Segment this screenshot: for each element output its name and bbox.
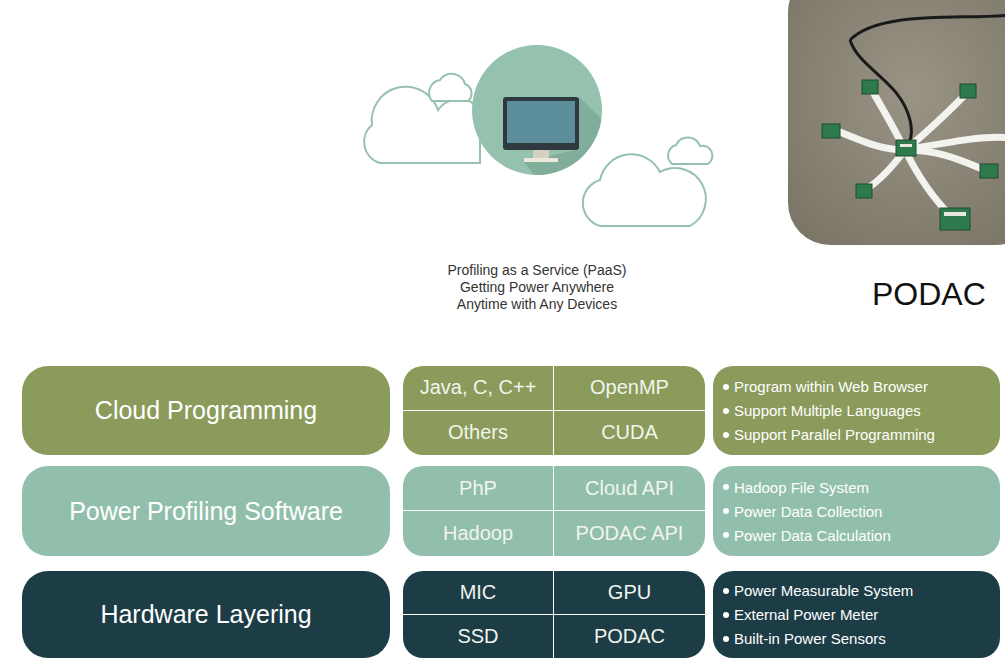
feature-text: Power Measurable System	[734, 582, 913, 599]
tech-name: CUDA	[601, 421, 658, 444]
tech-cell: PhP	[403, 466, 554, 511]
podac-photo	[788, 0, 1005, 245]
layer-box: Cloud Programming	[22, 366, 390, 455]
bullet-dot	[723, 636, 729, 642]
tagline-text: Profiling as a Service (PaaS) Getting Po…	[437, 262, 637, 313]
bullet-dot	[723, 508, 729, 514]
feature-list-box: Power Measurable SystemExternal Power Me…	[713, 571, 1000, 658]
bullet-dot	[723, 408, 729, 414]
tech-name: PODAC API	[576, 522, 684, 545]
feature-text: Program within Web Browser	[734, 378, 928, 395]
feature-list-box: Program within Web BrowserSupport Multip…	[713, 366, 1000, 455]
bullet-dot	[723, 588, 729, 594]
feature-text: Power Data Calculation	[734, 527, 891, 544]
tech-name: MIC	[460, 581, 497, 604]
bullet-row: Built-in Power Sensors	[723, 627, 990, 651]
tech-name: Hadoop	[443, 522, 513, 545]
tech-cell: Others	[403, 411, 554, 456]
bullet-row: Support Multiple Languages	[723, 399, 990, 423]
feature-list-box: Hadoop File SystemPower Data CollectionP…	[713, 466, 1000, 556]
monitor-stand	[533, 150, 549, 159]
bullet-dot	[723, 432, 729, 438]
tech-cell: MIC	[403, 571, 554, 615]
feature-text: Support Parallel Programming	[734, 426, 935, 443]
tech-cell: SSD	[403, 615, 554, 658]
tech-cell: Cloud API	[554, 466, 705, 511]
tech-name: PhP	[459, 477, 497, 500]
layer-title: Cloud Programming	[95, 396, 317, 425]
cloud-icon	[583, 154, 706, 226]
feature-text: Hadoop File System	[734, 479, 869, 496]
bullet-row: Power Measurable System	[723, 579, 990, 603]
feature-text: Built-in Power Sensors	[734, 630, 886, 647]
bullet-row: Hadoop File System	[723, 475, 990, 499]
tech-cell: PODAC API	[554, 511, 705, 556]
bullet-dot	[723, 484, 729, 490]
tech-name: Others	[448, 421, 508, 444]
tech-grid-box: Java, C, C++ OpenMP Others CUDA	[403, 366, 705, 455]
bullet-row: Program within Web Browser	[723, 375, 990, 399]
bullet-dot	[723, 384, 729, 390]
tech-cell: CUDA	[554, 411, 705, 456]
tech-name: Java, C, C++	[420, 376, 537, 399]
tech-cell: Hadoop	[403, 511, 554, 556]
monitor-base	[524, 158, 558, 162]
monitor-frame	[503, 97, 579, 150]
bullet-dot	[723, 532, 729, 538]
bullet-row: Power Data Calculation	[723, 523, 990, 547]
monitor-screen	[507, 101, 575, 143]
tech-name: PODAC	[594, 625, 665, 648]
bullet-row: Support Parallel Programming	[723, 423, 990, 447]
tech-grid-box: MIC GPU SSD PODAC	[403, 571, 705, 658]
tech-name: SSD	[457, 625, 498, 648]
feature-text: Power Data Collection	[734, 503, 882, 520]
layer-box: Power Profiling Software	[22, 466, 390, 556]
tech-cell: Java, C, C++	[403, 366, 554, 411]
bullet-row: Power Data Collection	[723, 499, 990, 523]
layer-title: Hardware Layering	[100, 600, 311, 629]
feature-text: Support Multiple Languages	[734, 402, 921, 419]
cloud-icon	[668, 137, 712, 164]
tech-cell: PODAC	[554, 615, 705, 658]
device-name: PODAC	[872, 276, 1000, 312]
bullet-row: External Power Meter	[723, 603, 990, 627]
tech-name: OpenMP	[590, 376, 669, 399]
cloud-icon	[429, 74, 471, 101]
tech-cell: GPU	[554, 571, 705, 615]
bullet-dot	[723, 612, 729, 618]
tech-grid-box: PhP Cloud API Hadoop PODAC API	[403, 466, 705, 556]
layer-box: Hardware Layering	[22, 571, 390, 658]
layer-title: Power Profiling Software	[69, 497, 343, 526]
feature-text: External Power Meter	[734, 606, 878, 623]
tech-cell: OpenMP	[554, 366, 705, 411]
tech-name: GPU	[608, 581, 651, 604]
tech-name: Cloud API	[585, 477, 674, 500]
